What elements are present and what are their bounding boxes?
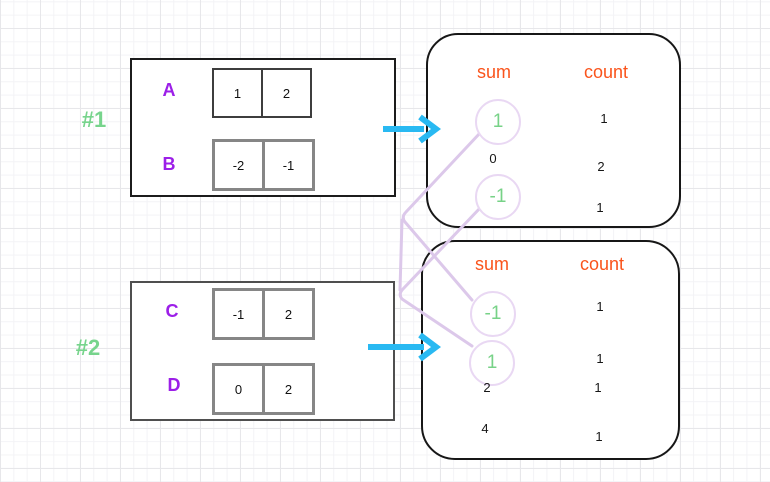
table-2-sum-header: sum <box>474 254 509 274</box>
table-2-row-1-count: 1 <box>596 299 604 314</box>
table-2-row-1-sum: -1 <box>484 303 502 324</box>
array-b-name: B <box>162 154 176 174</box>
table-2-row-3-sum: 2 <box>483 380 491 395</box>
table-1-count-header: count <box>583 62 629 82</box>
array-a-cell-1: 2 <box>261 68 312 118</box>
table-1-row-3-sum: -1 <box>489 186 507 207</box>
table-1-row-1-count: 1 <box>600 111 608 126</box>
table-1-sum-highlight-circle: 1 <box>475 99 521 145</box>
table-2-count-header: count <box>579 254 625 274</box>
example-2-label: #2 <box>75 335 101 360</box>
array-d-name: D <box>167 375 181 395</box>
table-2-row-4-count: 1 <box>595 429 603 444</box>
array-a-cell-0: 1 <box>212 68 263 118</box>
table-2-row-3-count: 1 <box>594 380 602 395</box>
array-a-name: A <box>162 80 176 100</box>
array-c-cell-1: 2 <box>262 288 315 340</box>
table-1-sum-header: sum <box>476 62 511 82</box>
array-a-cells: 1 2 <box>212 68 312 118</box>
array-d-cell-1: 2 <box>262 363 315 415</box>
array-d-cells: 0 2 <box>212 363 315 415</box>
array-c-cell-0: -1 <box>212 288 265 340</box>
table-1-sum-highlight-circle-2: -1 <box>475 174 521 220</box>
connector-vertical-stub <box>398 218 404 292</box>
array-b-cell-0: -2 <box>212 139 265 191</box>
table-2-sum-highlight-circle-2: 1 <box>469 340 515 386</box>
table-1-row-2-count: 2 <box>597 159 605 174</box>
table-1-row-3-count: 1 <box>596 200 604 215</box>
table-1-row-1-sum: 1 <box>492 111 504 132</box>
table-2-row-2-count: 1 <box>596 351 604 366</box>
array-b-cells: -2 -1 <box>212 139 315 191</box>
array-c-name: C <box>165 301 179 321</box>
table-1-row-2-sum: 0 <box>489 151 497 166</box>
array-c-cells: -1 2 <box>212 288 315 340</box>
array-b-cell-1: -1 <box>262 139 315 191</box>
example-1-label: #1 <box>81 107 107 132</box>
array-d-cell-0: 0 <box>212 363 265 415</box>
table-2-row-4-sum: 4 <box>481 421 489 436</box>
table-2-sum-highlight-circle: -1 <box>470 291 516 337</box>
table-2-row-2-sum: 1 <box>486 352 498 373</box>
